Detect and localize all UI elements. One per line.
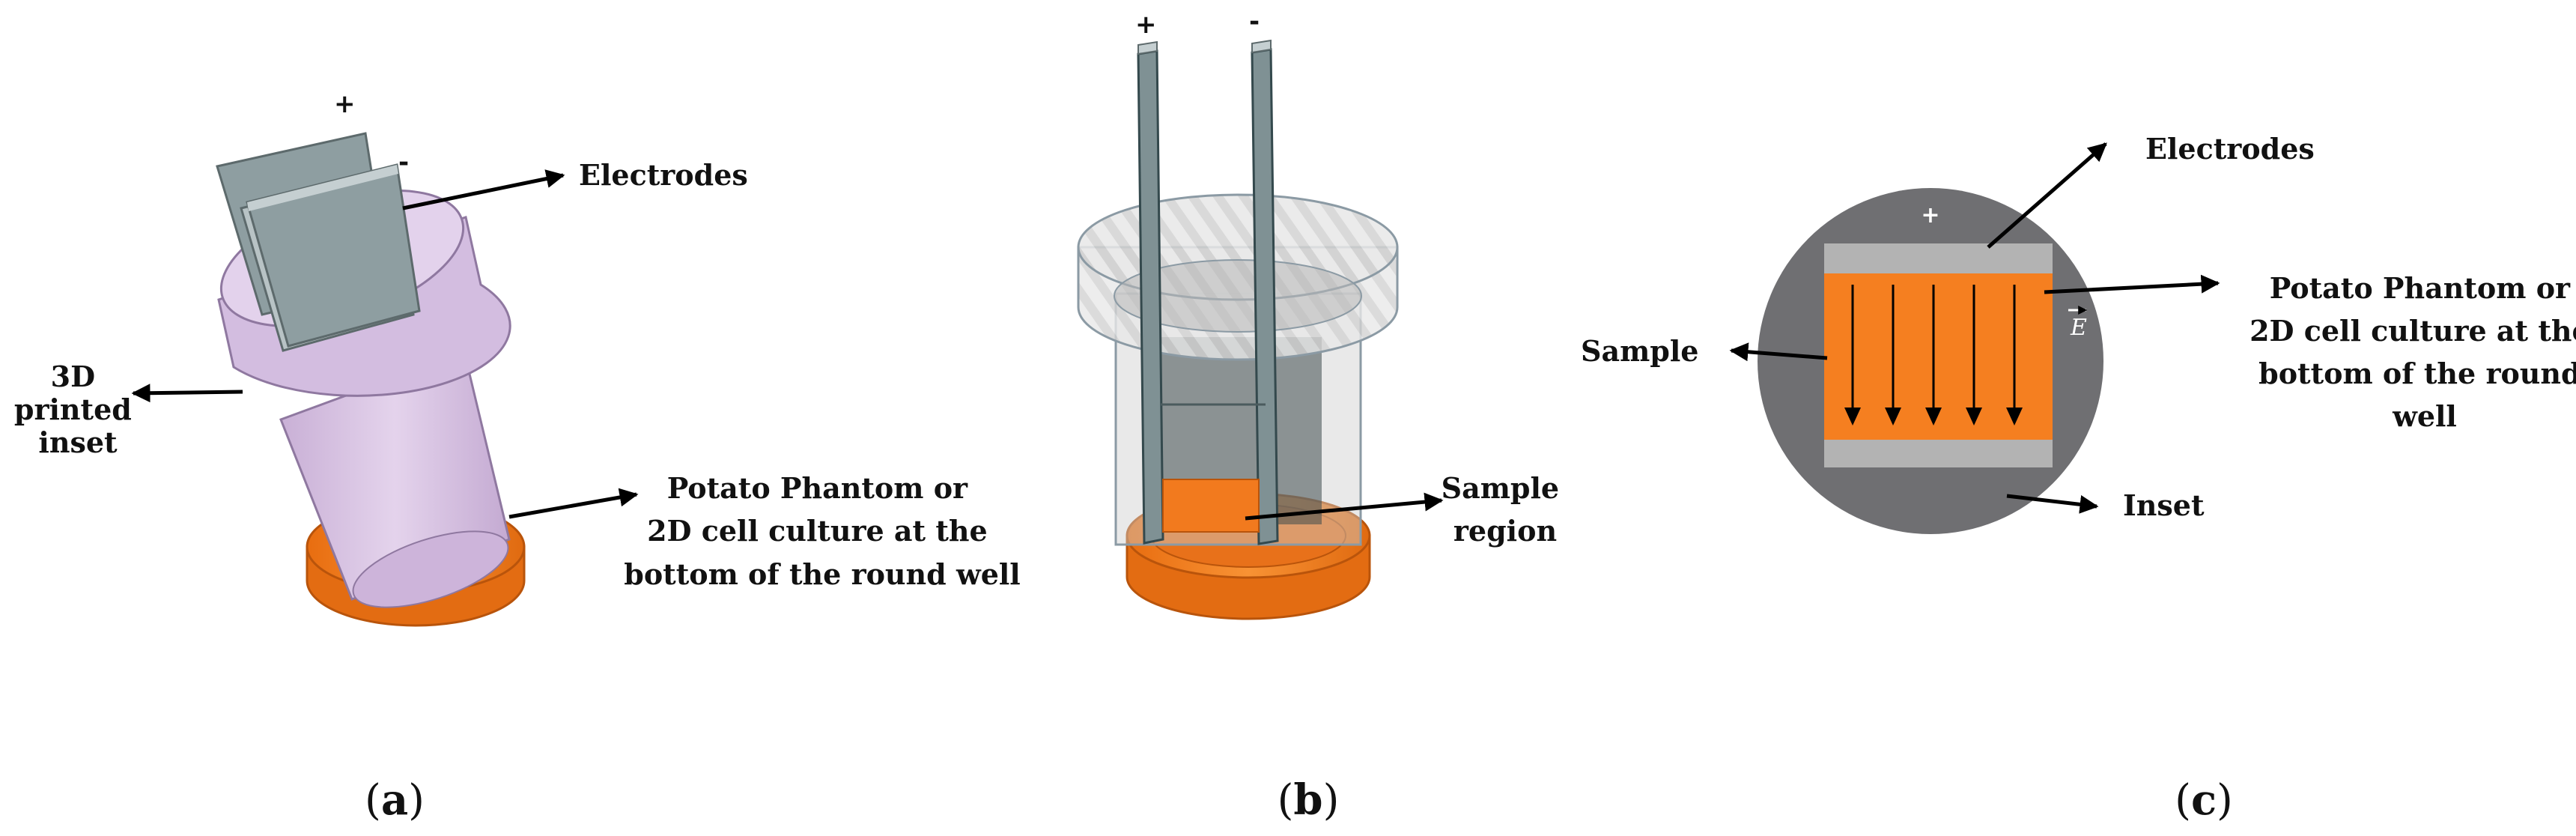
caption-c-close: ) <box>2217 776 2233 825</box>
sample-region-line2: region <box>1453 514 1557 548</box>
phantom-label-c-line4: well <box>2392 399 2457 433</box>
caption-b-close: ) <box>1323 776 1340 825</box>
caption-a-close: ) <box>408 776 425 825</box>
phantom-label-c-line2: 2D cell culture at the <box>2250 314 2576 348</box>
electrode-plate-bottom <box>1824 440 2053 467</box>
phantom-label-a: Potato Phantom or 2D cell culture at the… <box>624 471 1021 591</box>
minus-sign-b: - <box>1249 7 1260 37</box>
inset-arrow-c <box>2006 494 2099 514</box>
phantom-label-c: Potato Phantom or 2D cell culture at the… <box>2250 271 2576 433</box>
sample-region-line1: Sample <box>1442 471 1559 505</box>
caption-a-letter: a <box>381 775 408 825</box>
caption-c-letter: c <box>2191 775 2217 825</box>
sample-region-arrow <box>1245 492 1444 521</box>
field-arrow-head <box>2006 408 2023 425</box>
sample-region <box>1162 479 1260 533</box>
phantom-arrow-a <box>508 488 639 519</box>
electrodes-arrow-a <box>402 169 565 210</box>
caption-b-letter: b <box>1293 775 1322 825</box>
electrodes-label-a: Electrodes <box>579 158 748 192</box>
phantom-label-a-line3: bottom of the round well <box>624 557 1021 591</box>
field-arrow-head <box>1925 408 1942 425</box>
field-arrow-head <box>1844 408 1861 425</box>
phantom-label-a-line1: Potato Phantom or <box>667 471 968 505</box>
sample-region-label: Sample region <box>1442 471 1570 548</box>
field-arrow-head <box>1966 408 1982 425</box>
electrode-plate-top <box>1824 243 2053 273</box>
electrodes-arrow-c <box>1987 142 2107 249</box>
plus-sign-c: + <box>1921 202 1939 228</box>
caption-a-open: ( <box>365 776 381 825</box>
phantom-label-c-line1: Potato Phantom or <box>2270 271 2571 305</box>
sample-arrow-c <box>1729 342 1828 362</box>
plus-sign-b: + <box>1135 10 1157 40</box>
field-vector-label: E <box>2068 306 2088 341</box>
inset-arrow-a <box>131 384 243 403</box>
field-label: E <box>2070 315 2087 341</box>
inset-label-line1: 3D <box>51 360 95 393</box>
phantom-label-c-line3: bottom of the round <box>2258 357 2576 390</box>
field-arrow-head <box>1885 408 1901 425</box>
caption-c-open: ( <box>2175 776 2191 825</box>
caption-c: (c) <box>2175 775 2233 825</box>
phantom-arrow-c <box>2044 274 2220 294</box>
phantom-label-a-line2: 2D cell culture at the <box>647 514 988 548</box>
sample-label-c: Sample <box>1581 334 1698 368</box>
electrode-rods-b <box>1137 39 1279 545</box>
inset-label-c: Inset <box>2123 488 2205 522</box>
field-arrows <box>1844 285 2023 425</box>
panel-b: + - Sample region (b) <box>1077 7 1570 825</box>
panel-a: + - Electrodes 3D printed inset Potato P… <box>14 89 1021 825</box>
caption-a: (a) <box>365 775 425 825</box>
plus-sign-a: + <box>334 89 356 119</box>
panel-c: + E Electrodes Sample Potato Phantom or … <box>1581 132 2576 825</box>
electrode-plates <box>204 132 421 352</box>
inset-label-a: 3D printed inset <box>14 360 142 459</box>
caption-b: (b) <box>1278 775 1340 825</box>
caption-b-open: ( <box>1278 776 1294 825</box>
inset-label-line3: inset <box>38 425 118 459</box>
minus-sign-a: - <box>398 148 409 178</box>
electrodes-label-c: Electrodes <box>2145 132 2315 166</box>
inset-label-line2: printed <box>14 393 132 426</box>
